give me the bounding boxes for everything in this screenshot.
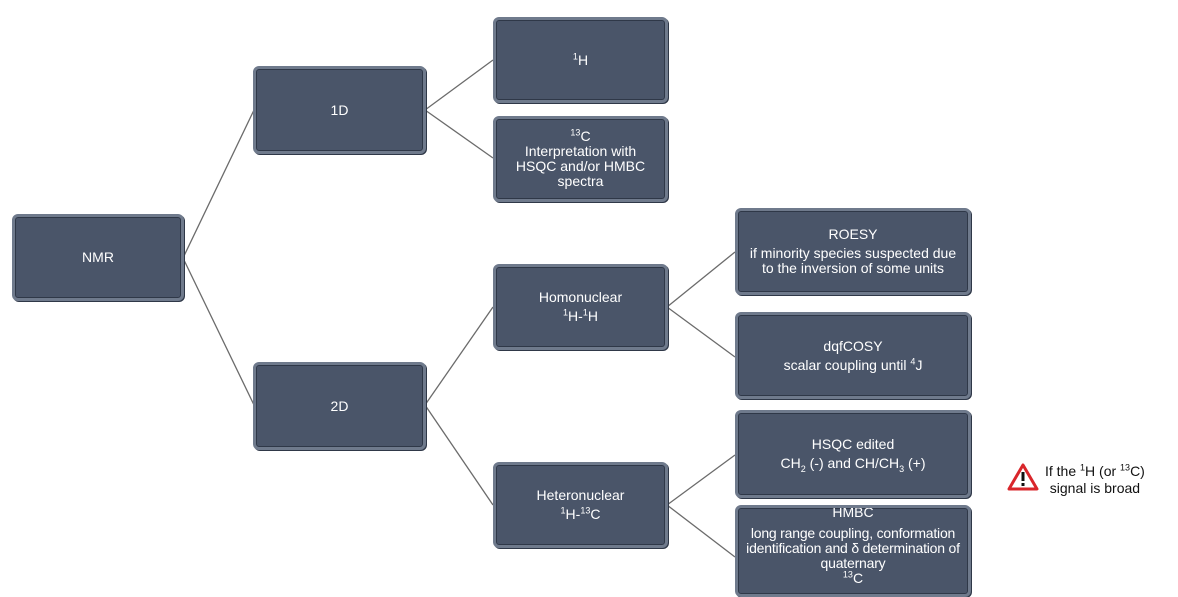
dqfcosy-desc-text: scalar coupling until [783, 356, 907, 373]
connector-homo-dqfcosy [666, 306, 736, 358]
connector-2d-hetero [424, 404, 494, 506]
warning-mid: H (or [1085, 463, 1121, 479]
node-hsqc-desc: CH2 (-) and CH/CH3 (+) [780, 455, 926, 474]
hetero-end: C [590, 506, 601, 522]
connector-homo-roesy [666, 251, 736, 308]
node-1d-label: 1D [330, 101, 349, 118]
node-roesy: ROESY if minority species suspected due … [735, 208, 971, 295]
node-roesy-title: ROESY [828, 226, 878, 242]
node-roesy-desc: if minority species suspected due to the… [749, 245, 957, 276]
node-hmbc-desc: long range coupling, conformation identi… [746, 525, 960, 571]
warning-text: If the 1H (or 13C) signal is broad [1045, 463, 1145, 497]
warning-line1: If the 1H (or 13C) [1045, 463, 1145, 480]
node-1h-label: 1H [572, 50, 589, 68]
node-1h: 1H [493, 17, 668, 103]
hetero-mid: H- [565, 506, 581, 522]
warning-sup1: 1 [1080, 462, 1086, 473]
node-13c-text: C [580, 128, 591, 144]
node-dqfcosy-desc: scalar coupling until 4J [783, 355, 923, 373]
hsqc-p3: (+) [904, 455, 926, 471]
connector-nmr-2d [182, 257, 255, 406]
hsqc-p2: (-) and CH/CH [805, 455, 900, 471]
connector-hetero-hsqc [666, 454, 736, 506]
dqfcosy-sup: 4 [910, 355, 916, 366]
connector-nmr-1d [182, 109, 255, 259]
warning-pre: If the [1045, 463, 1081, 479]
homo-sup2: 1 [582, 307, 588, 318]
node-heteronuclear-sub: 1H-13C [560, 505, 601, 522]
connector-1d-1h [424, 59, 494, 111]
hmbc-end-text: C [852, 570, 864, 586]
node-13c-desc: Interpretation with HSQC and/or HMBC spe… [515, 143, 646, 189]
node-heteronuclear: Heteronuclear 1H-13C [493, 462, 668, 548]
connector-2d-homo [424, 306, 494, 406]
node-dqfcosy-title: dqfCOSY [823, 337, 883, 354]
warning-end: C) [1130, 463, 1145, 479]
node-hsqc-title: HSQC edited [811, 436, 895, 452]
node-13c-label: 13C [570, 127, 591, 144]
node-homonuclear-sub: 1H-1H [563, 307, 598, 324]
hsqc-sub2: 3 [899, 463, 905, 474]
warning-sup2: 13 [1120, 462, 1131, 473]
warning-note: If the 1H (or 13C) signal is broad [1007, 463, 1145, 497]
homo-sup1: 1 [563, 307, 569, 318]
warning-line2: signal is broad [1049, 480, 1141, 496]
node-2d: 2D [253, 362, 426, 450]
node-nmr: NMR [12, 214, 184, 301]
node-heteronuclear-title: Heteronuclear [536, 487, 625, 503]
node-dqfcosy: dqfCOSY scalar coupling until 4J [735, 312, 971, 399]
hsqc-sub1: 2 [800, 463, 806, 474]
node-1d: 1D [253, 66, 426, 154]
connector-hetero-hmbc [666, 504, 736, 558]
node-hmbc-title: HMBC [832, 505, 874, 520]
warning-triangle-icon [1007, 463, 1039, 491]
node-homonuclear: Homonuclear 1H-1H [493, 264, 668, 350]
node-nmr-label: NMR [82, 249, 114, 265]
node-hmbc: HMBC long range coupling, conformation i… [735, 505, 971, 597]
dqfcosy-end: J [915, 356, 923, 373]
node-13c: 13C Interpretation with HSQC and/or HMBC… [493, 116, 668, 202]
node-1h-text: H [577, 51, 589, 68]
hetero-sup1: 1 [560, 505, 566, 516]
homo-end: H [587, 308, 598, 324]
homo-mid: H- [568, 308, 583, 324]
node-2d-label: 2D [330, 397, 349, 414]
connector-1d-13c [424, 109, 494, 159]
hsqc-p1: CH [780, 455, 801, 471]
hetero-sup2: 13 [580, 505, 591, 516]
hmbc-sup: 13 [842, 569, 853, 580]
node-hmbc-end: 13C [842, 569, 864, 586]
node-hsqc: HSQC edited CH2 (-) and CH/CH3 (+) [735, 410, 971, 498]
node-homonuclear-title: Homonuclear [538, 289, 623, 305]
node-13c-sup: 13 [570, 127, 581, 138]
node-1h-sup: 1 [572, 50, 578, 61]
